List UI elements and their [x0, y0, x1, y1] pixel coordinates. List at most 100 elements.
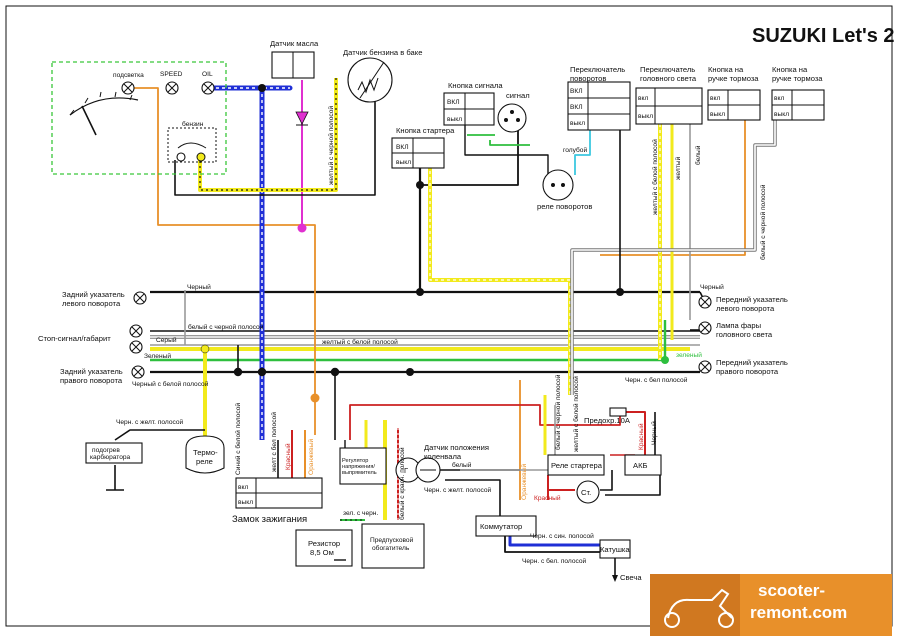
wire-label-black-2: Черный — [650, 421, 658, 445]
fuse-label: Предохр.10А — [584, 416, 631, 425]
wire-label-green: Зеленый — [144, 352, 171, 360]
wire-label-black-white-right: Черн. с бел полосой — [625, 376, 688, 384]
backlight-bulb-icon — [121, 81, 135, 95]
watermark-line-1: scooter- — [758, 581, 825, 600]
rear-left-turn-lamp-icon — [133, 291, 147, 305]
wire-label-green-right: зеленый — [676, 351, 702, 359]
wire-label-red: Красный — [284, 443, 292, 470]
starter-motor — [576, 480, 600, 504]
preheater — [361, 523, 425, 569]
wire-label-red-3: Красный — [637, 423, 645, 450]
wire-label-black-top: Черный — [187, 283, 211, 291]
turn-on-label: ВКЛ — [570, 88, 583, 95]
turn-on-label-2: ВКЛ — [570, 104, 583, 111]
wire-label-yellow-white-short: желт с бел полосой — [270, 412, 278, 472]
spark-plug-icon — [612, 575, 618, 582]
spark-plug-label: Свеча — [620, 573, 642, 582]
front-right-turn-lamp-icon — [698, 360, 712, 374]
starter-relay-label: Реле стартера — [551, 461, 603, 470]
coil-label: Катушка — [600, 545, 630, 554]
page-title: SUZUKI Let's 2 — [752, 25, 895, 47]
horn-on-label: ВКЛ — [447, 99, 460, 106]
headlight-on-label: вкл — [638, 95, 648, 102]
wire-label-yellow-white-v: желтый с белой полосой — [651, 139, 659, 215]
ignition-lock-label: Замок зажигания — [232, 514, 307, 525]
wire-label-blue-white: Синий с белой полосой — [234, 403, 242, 475]
oil-bulb-icon — [201, 81, 215, 95]
wire-label-yellow-black: желтый с черной полосой — [327, 106, 335, 185]
starter-label: Ст. — [581, 488, 591, 497]
wire-label-orange-2: Оранжевый — [520, 464, 528, 500]
commutator — [475, 515, 537, 537]
speed-bulb-icon — [165, 81, 179, 95]
wire-label-black-white-2: Черн. с бел. полосой — [522, 557, 587, 565]
wire-label-gray: Серый — [156, 336, 177, 344]
headlamp-icon — [698, 321, 712, 335]
brake-button-left — [707, 89, 761, 121]
thermo-relay — [185, 435, 225, 474]
headlight-off-label: выкл — [638, 113, 653, 120]
starter-off-label: выкл — [396, 159, 411, 166]
wire-label-black-yellow: Черн. с желт. полосой — [116, 418, 184, 426]
gauge-oil-label: OIL — [202, 71, 213, 78]
wire-label-black-right: Черный — [700, 283, 724, 291]
wire-label-black-white: Черный с белой полосой — [132, 380, 209, 388]
horn-button-label: Кнопка сигнала — [448, 81, 503, 90]
page-frame — [5, 5, 893, 627]
horn-off-label: выкл — [447, 116, 462, 123]
battery — [624, 454, 662, 476]
brake-button-right — [771, 89, 825, 121]
wire-label-black-yellow-2: Черн. с желт. полосой — [424, 486, 492, 494]
turn-relay — [542, 169, 574, 201]
ignition-on-label: вкл — [238, 484, 248, 491]
rear-right-turn-lamp-icon — [131, 365, 145, 379]
wire-label-orange: Оранжевый — [307, 439, 315, 475]
gauge-backlight-label: подсветка — [113, 72, 144, 79]
wire-label-white-black-mid: белый с черной полосой — [188, 323, 264, 331]
watermark-line-2: remont.com — [750, 603, 847, 622]
starter-button-label: Кнопка стартера — [396, 126, 455, 135]
wire-label-green-black: зел. с черн. — [343, 510, 378, 517]
dashboard-cluster — [51, 61, 227, 175]
wires — [114, 78, 777, 575]
commutator-label: Коммутатор — [480, 522, 522, 531]
turn-switch — [567, 81, 631, 131]
stop-light-label: Стоп-сигнал/габарит — [38, 334, 111, 343]
wire-label-white-2: белый — [452, 461, 472, 469]
gauge-fuel-label: бензин — [182, 120, 204, 128]
wire-label-yellow: желтый — [674, 157, 682, 180]
fuel-sensor — [347, 57, 393, 103]
wire-label-yellow-white-v2: желтый с белой полосой — [572, 376, 580, 452]
brake-left-on-label: вкл — [710, 95, 720, 102]
wire-label-white-red: белый с красн. полосой — [398, 447, 406, 520]
battery-label: АКБ — [633, 461, 647, 470]
wire-label-white-black-right: белый с черной полосой — [759, 184, 767, 260]
starter-button — [391, 137, 445, 169]
horn — [497, 103, 527, 133]
horn-label: сигнал — [506, 91, 530, 100]
ignition-lock — [235, 477, 323, 509]
wire-label-red-2: Красный — [534, 494, 561, 502]
carb-heater — [85, 442, 143, 464]
voltage-regulator — [339, 447, 387, 485]
wire-label-blue: голубой — [563, 146, 587, 154]
oil-sensor — [271, 51, 315, 126]
watermark — [650, 574, 892, 636]
turn-relay-label: реле поворотов — [537, 202, 592, 211]
fuse — [609, 407, 627, 417]
thermo-relay-label: Термо-реле — [193, 448, 218, 466]
